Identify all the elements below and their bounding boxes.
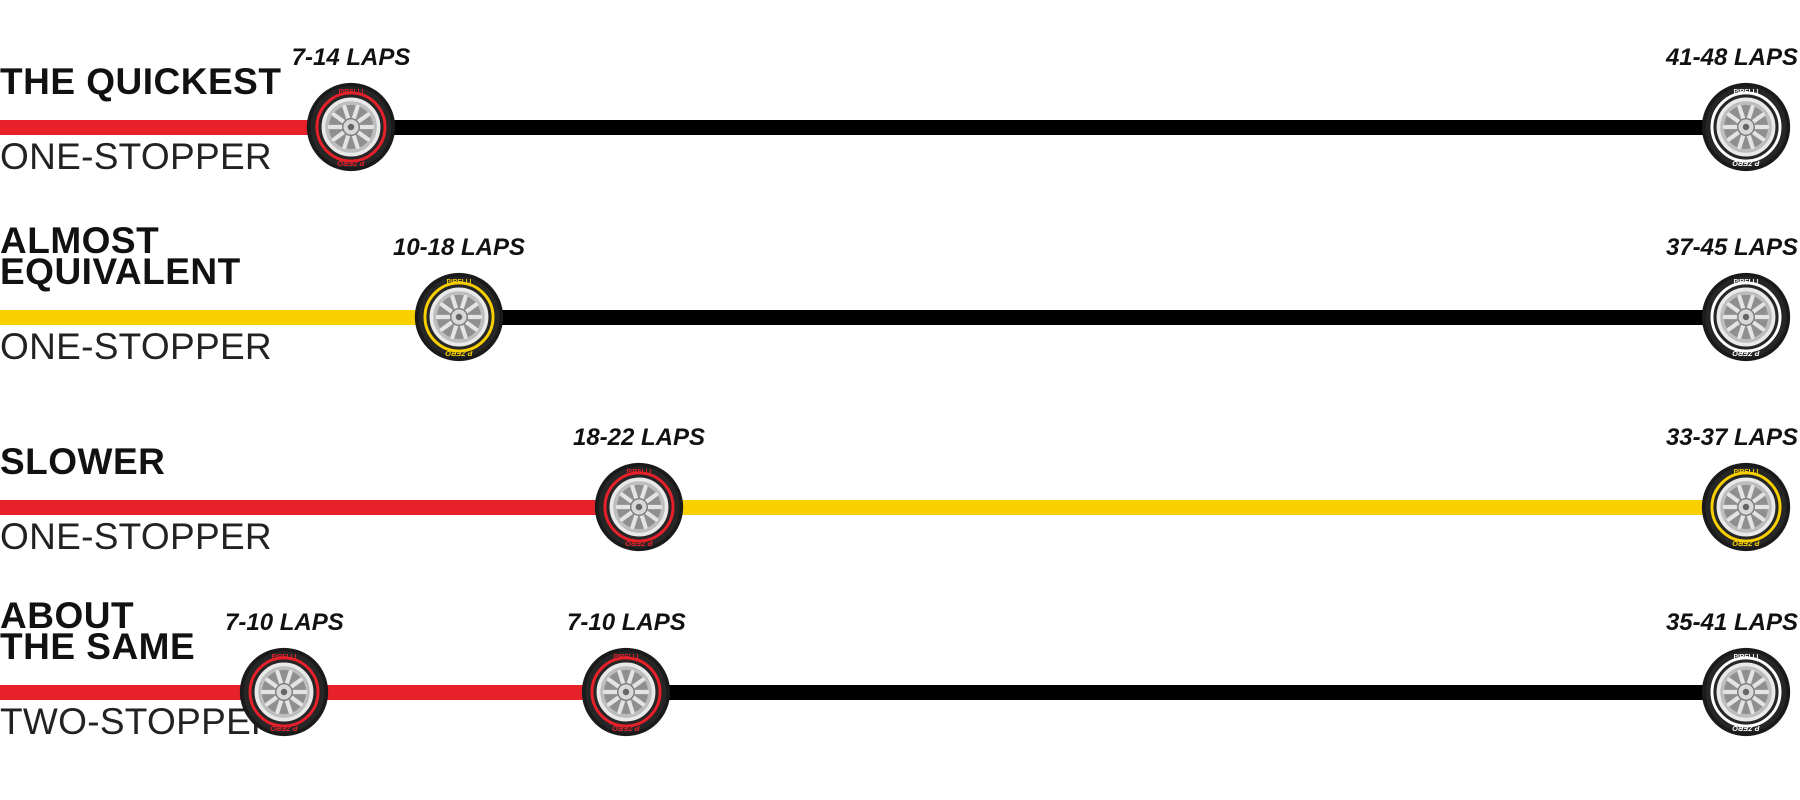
stint-bar-soft	[0, 500, 639, 515]
tyre-hard-icon: PIRELLI P ZERO	[1700, 271, 1792, 363]
laps-label: 7-14 LAPS	[291, 44, 411, 71]
laps-label: 7-10 LAPS	[567, 609, 686, 636]
svg-text:PIRELLI: PIRELLI	[1734, 278, 1759, 285]
tyre-graphic: PIRELLI P ZERO	[1701, 82, 1791, 172]
svg-text:P ZERO: P ZERO	[1732, 724, 1759, 733]
stint-bar-hard	[626, 685, 1746, 700]
tyre-soft-icon: PIRELLI P ZERO	[593, 461, 685, 553]
tyre-graphic: PIRELLI P ZERO	[1701, 462, 1791, 552]
tyre-graphic: PIRELLI P ZERO	[582, 647, 671, 737]
stint-bar-hard	[351, 120, 1746, 135]
stint-bar-hard	[459, 310, 1746, 325]
tyre-graphic: PIRELLI P ZERO	[1701, 647, 1791, 737]
strategy-title: ALMOST	[0, 220, 160, 261]
svg-text:P ZERO: P ZERO	[271, 724, 298, 733]
svg-text:PIRELLI: PIRELLI	[1734, 653, 1759, 660]
svg-text:P ZERO: P ZERO	[1732, 159, 1759, 168]
laps-label: 33-37 LAPS	[1665, 424, 1798, 451]
tyre-hard-icon: PIRELLI P ZERO	[1700, 81, 1792, 173]
tyre-soft-icon: PIRELLI P ZERO	[580, 646, 672, 738]
tyre-medium-icon: PIRELLI P ZERO	[413, 271, 505, 363]
laps-label: 35-41 LAPS	[1665, 609, 1798, 636]
strategy-title: THE QUICKEST	[0, 61, 282, 102]
svg-text:PIRELLI: PIRELLI	[627, 468, 652, 475]
tyre-graphic: PIRELLI P ZERO	[240, 647, 329, 737]
svg-text:PIRELLI: PIRELLI	[447, 278, 472, 285]
tyre-hard-icon: PIRELLI P ZERO	[1700, 646, 1792, 738]
tyre-graphic: PIRELLI P ZERO	[414, 272, 504, 362]
stint-bar-medium	[639, 500, 1746, 515]
strategy-title: SLOWER	[0, 441, 166, 482]
strategy-title: EQUIVALENT	[0, 251, 241, 292]
laps-label: 10-18 LAPS	[392, 234, 526, 261]
strategy-title: THE SAME	[0, 626, 196, 667]
strategy-title: ABOUT	[0, 595, 135, 636]
laps-label: 7-10 LAPS	[225, 609, 344, 636]
tyre-graphic: PIRELLI P ZERO	[594, 462, 684, 552]
strategy-subtitle: ONE-STOPPER	[0, 136, 272, 177]
svg-text:PIRELLI: PIRELLI	[272, 653, 297, 660]
svg-text:P ZERO: P ZERO	[1732, 349, 1759, 358]
strategy-subtitle: TWO-STOPPER	[0, 701, 279, 742]
svg-text:P ZERO: P ZERO	[625, 539, 652, 548]
stint-bar-soft	[0, 685, 285, 700]
svg-text:P ZERO: P ZERO	[337, 159, 364, 168]
svg-text:P ZERO: P ZERO	[445, 349, 472, 358]
laps-label: 37-45 LAPS	[1665, 234, 1798, 261]
laps-label: 18-22 LAPS	[572, 424, 706, 451]
svg-text:PIRELLI: PIRELLI	[339, 88, 364, 95]
stint-bar-soft	[0, 120, 351, 135]
svg-text:PIRELLI: PIRELLI	[1734, 88, 1759, 95]
strategy-subtitle: ONE-STOPPER	[0, 326, 272, 367]
strategy-subtitle: ONE-STOPPER	[0, 516, 272, 557]
svg-text:PIRELLI: PIRELLI	[614, 653, 639, 660]
laps-label: 41-48 LAPS	[1665, 44, 1798, 71]
tyre-graphic: PIRELLI P ZERO	[1701, 272, 1791, 362]
svg-text:P ZERO: P ZERO	[613, 724, 640, 733]
svg-text:P ZERO: P ZERO	[1732, 539, 1759, 548]
stint-bar-medium	[0, 310, 459, 325]
stint-bar-soft	[284, 685, 627, 700]
tyre-soft-icon: PIRELLI P ZERO	[238, 646, 330, 738]
tyre-graphic: PIRELLI P ZERO	[306, 82, 396, 172]
tyre-medium-icon: PIRELLI P ZERO	[1700, 461, 1792, 553]
tyre-soft-icon: PIRELLI P ZERO	[305, 81, 397, 173]
svg-text:PIRELLI: PIRELLI	[1734, 468, 1759, 475]
